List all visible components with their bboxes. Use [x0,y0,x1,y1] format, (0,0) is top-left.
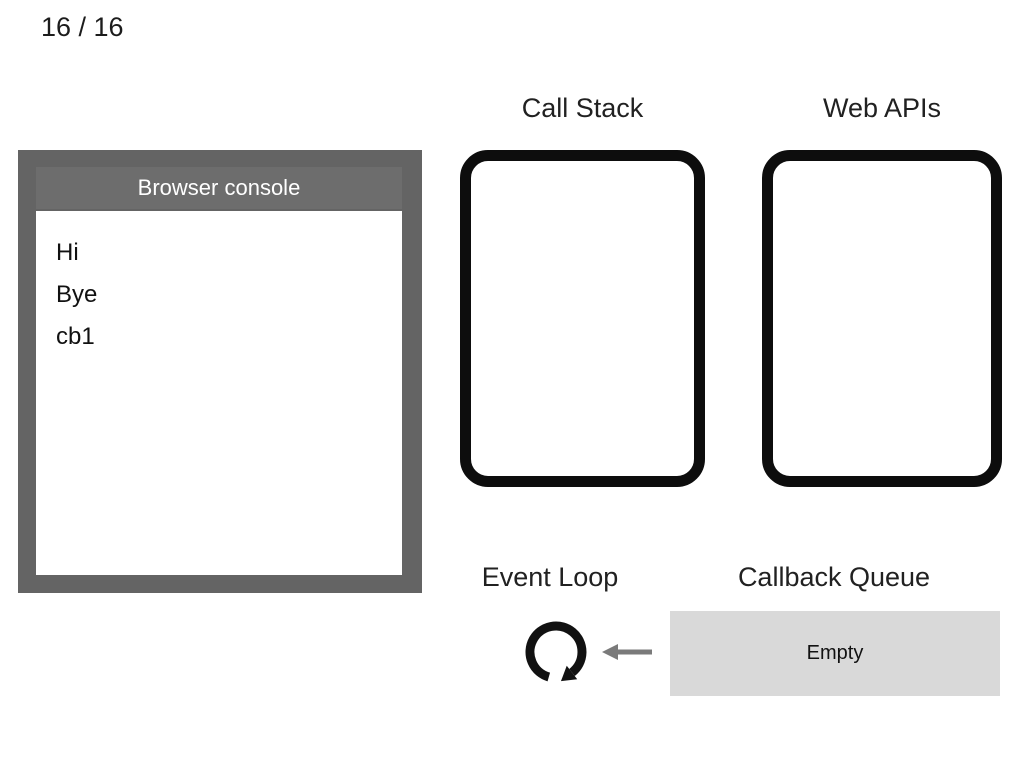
callback-queue-box: Empty [670,611,1000,696]
console-log-line: cb1 [56,323,95,350]
web-apis-box [762,150,1002,487]
call-stack-box [460,150,705,487]
web-apis-label: Web APIs [822,93,942,123]
browser-console-title: Browser console [36,167,402,209]
clockwise-loop-arrow-icon [525,621,587,682]
browser-console-panel: Browser console Hi Bye cb1 [18,150,422,593]
callback-queue-label: Callback Queue [737,562,931,592]
call-stack-label: Call Stack [521,93,644,123]
callback-queue-status: Empty [806,642,864,664]
console-log-line: Hi [56,239,79,266]
console-log-line: Bye [56,281,98,308]
slide-page-counter: 16 / 16 [41,12,124,42]
left-arrow-icon [602,644,652,660]
browser-console-output: Hi Bye cb1 [36,211,402,575]
event-loop-label: Event Loop [481,562,619,592]
